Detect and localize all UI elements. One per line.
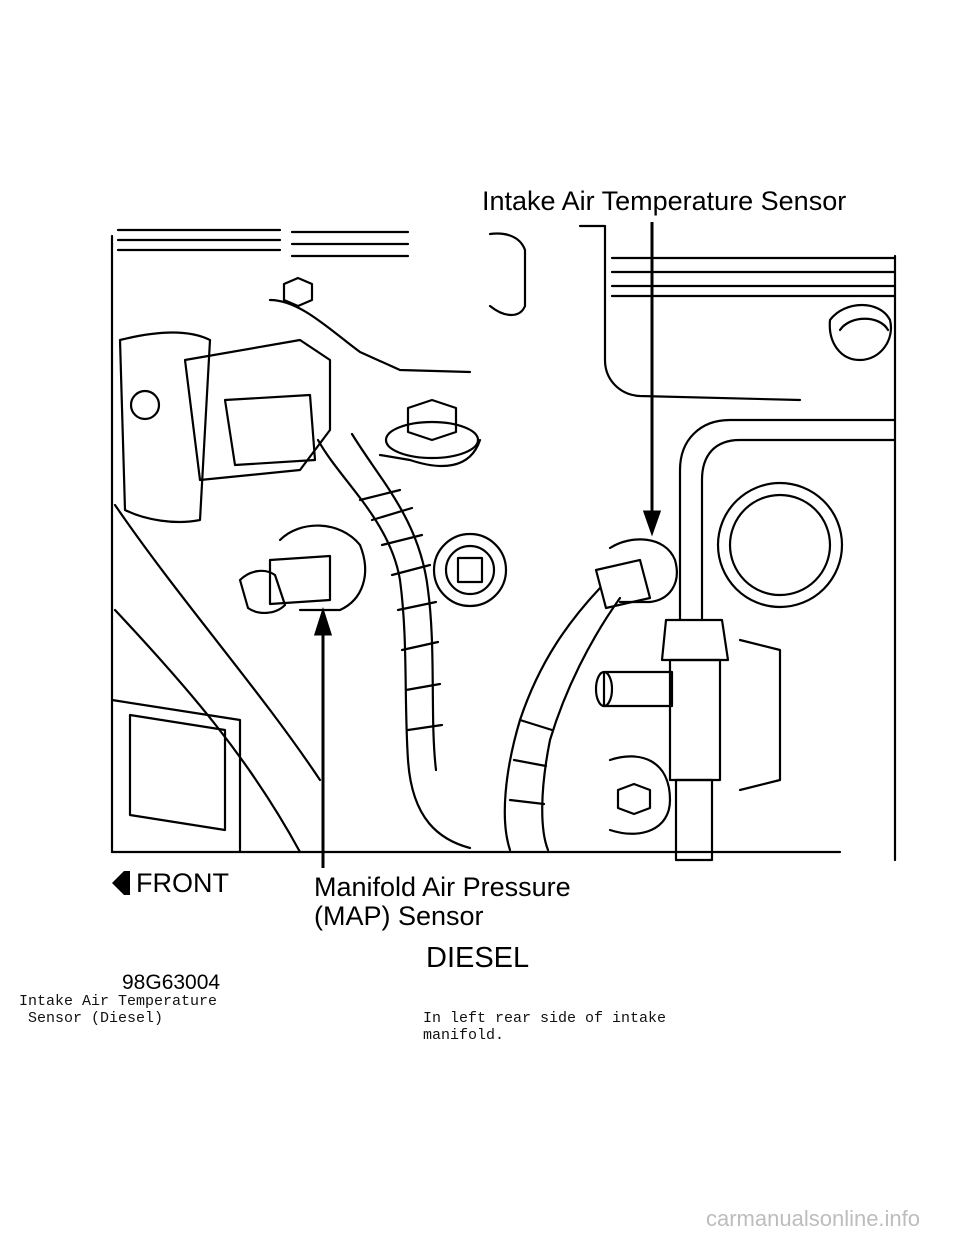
caption-location-line1: In left rear side of intake [423, 1010, 667, 1027]
label-iat-sensor: Intake Air Temperature Sensor [482, 186, 847, 216]
label-engine-type: DIESEL [426, 942, 530, 974]
label-front: FRONT [136, 868, 229, 898]
label-map-line2: (MAP) Sensor [314, 901, 484, 931]
label-map-line1: Manifold Air Pressure [314, 872, 571, 902]
front-arrow-icon [112, 871, 130, 895]
figure-id: 98G63004 [122, 971, 221, 994]
caption-component-line2: Sensor (Diesel) [19, 1010, 164, 1027]
caption-component-line1: Intake Air Temperature [19, 993, 218, 1010]
caption-location-line2: manifold. [423, 1027, 505, 1044]
watermark: carmanualsonline.info [706, 1206, 921, 1231]
